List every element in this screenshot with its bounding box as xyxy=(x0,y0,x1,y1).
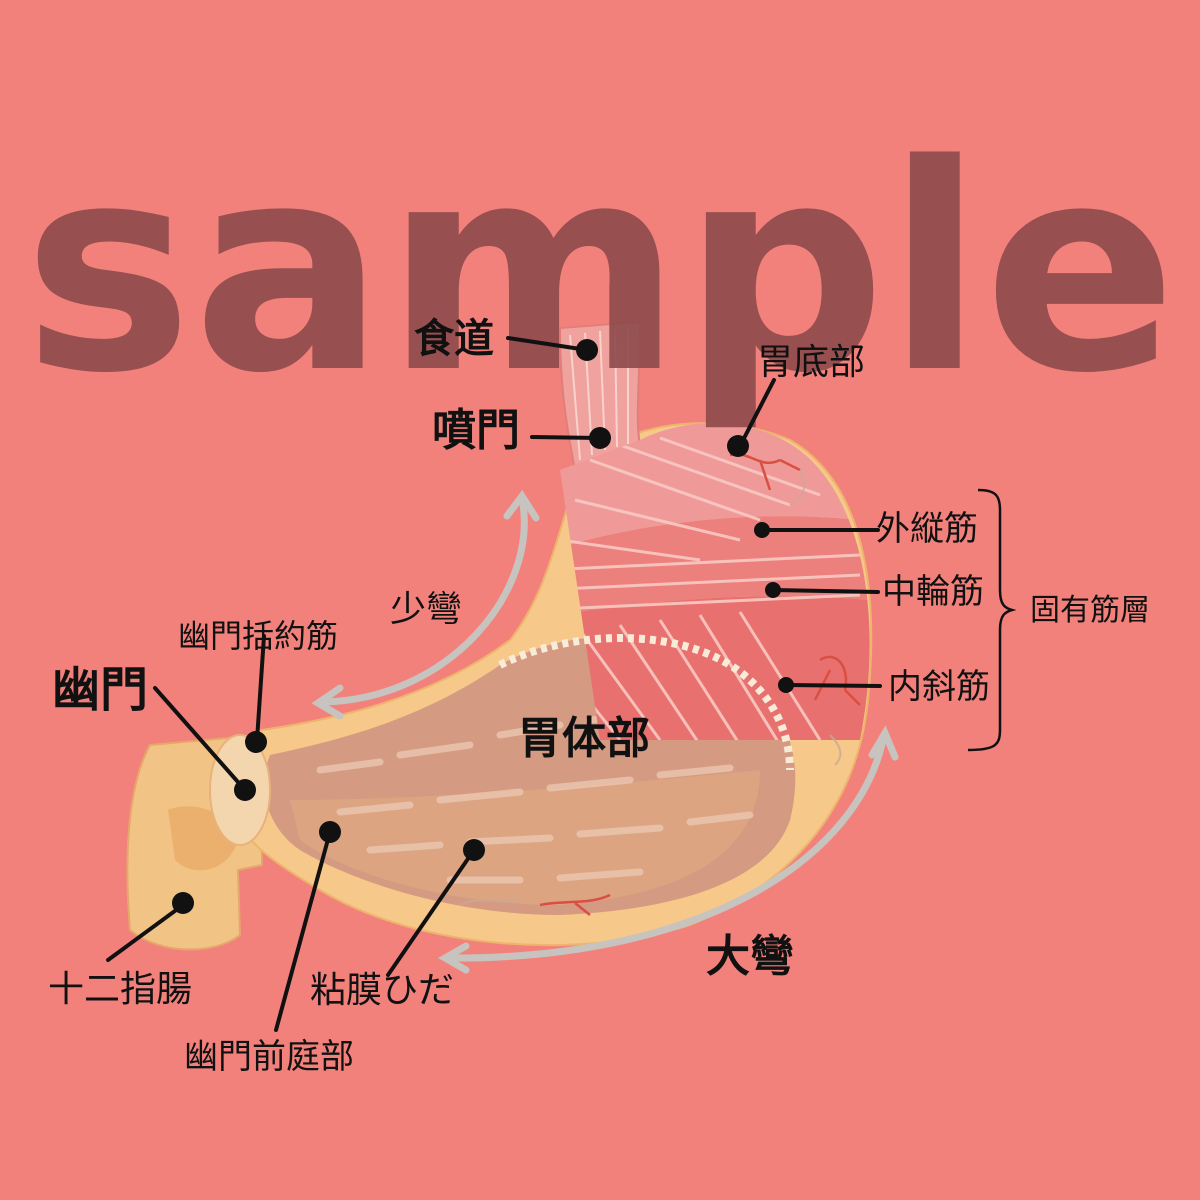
watermark: sample xyxy=(23,104,1177,436)
label-longitudinal-muscle: 外縦筋 xyxy=(876,509,978,549)
label-antrum: 幽門前庭部 xyxy=(184,1037,354,1077)
label-oblique-muscle: 内斜筋 xyxy=(888,667,990,707)
label-circular-muscle: 中輪筋 xyxy=(882,572,984,612)
label-pyloric-sphincter: 幽門括約筋 xyxy=(178,617,339,655)
label-cardia: 噴門 xyxy=(432,405,520,456)
mucosa-edge xyxy=(498,634,794,771)
leader-lines xyxy=(106,336,882,1032)
label-pylorus: 幽門 xyxy=(52,662,149,718)
fat-vessels xyxy=(459,469,842,906)
label-duodenum: 十二指腸 xyxy=(48,969,193,1010)
label-esophagus: 食道 xyxy=(414,316,494,362)
greater-curvature-arrow xyxy=(437,725,899,974)
label-stomach-body: 胃体部 xyxy=(518,713,650,764)
label-mucosal-folds: 粘膜ひだ xyxy=(310,970,455,1011)
label-muscularis: 固有筋層 xyxy=(1030,593,1150,628)
label-greater-curvature: 大彎 xyxy=(706,931,794,982)
label-lesser-curvature: 少彎 xyxy=(390,589,463,630)
label-fundus: 胃底部 xyxy=(757,342,866,383)
muscularis-bracket xyxy=(967,488,1017,752)
label-dots xyxy=(172,339,794,914)
lesser-curvature-arrow xyxy=(311,489,540,720)
